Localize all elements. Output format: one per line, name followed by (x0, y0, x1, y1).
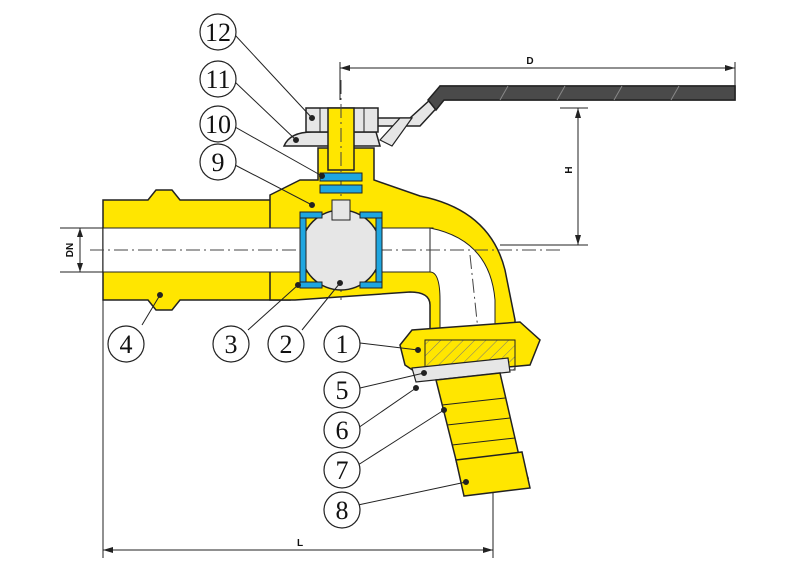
callout-11: 11 (199, 60, 237, 98)
dimension-dn-label: DN (65, 243, 76, 257)
callout-8-label: 8 (336, 496, 349, 525)
callout-12-label: 12 (205, 18, 231, 47)
callout-4-label: 4 (120, 330, 133, 359)
dimension-l-label: L (297, 538, 303, 549)
callout-7-label: 7 (336, 456, 349, 485)
dimension-h-label: H (564, 166, 575, 173)
callout-1-label: 1 (336, 330, 349, 359)
callout-2-label: 2 (280, 330, 293, 359)
callout-11-label: 11 (205, 65, 230, 94)
leader-lines (141, 34, 469, 506)
callout-10-label: 10 (205, 110, 231, 139)
ball-assembly (299, 199, 383, 291)
callout-5: 5 (323, 371, 361, 409)
outlet-washer (411, 357, 511, 383)
callout-9-label: 9 (212, 148, 225, 177)
callout-5-label: 5 (336, 376, 349, 405)
callout-10: 10 (199, 105, 237, 143)
callout-3: 3 (212, 325, 250, 363)
dimension-h: H (500, 107, 588, 246)
dimension-d-label: D (526, 56, 533, 67)
dimension-l: L (102, 290, 494, 558)
dimension-d: D (339, 56, 736, 100)
callout-4: 4 (107, 325, 145, 363)
lever-handle (319, 85, 736, 147)
callout-12: 12 (199, 13, 237, 51)
callout-6: 6 (323, 411, 361, 449)
callout-2: 2 (267, 325, 305, 363)
valve-body (90, 80, 560, 491)
callout-6-label: 6 (336, 416, 349, 445)
callout-1: 1 (323, 325, 361, 363)
callout-8: 8 (323, 491, 361, 529)
callout-7: 7 (323, 451, 361, 489)
hose-nozzle (435, 372, 531, 497)
callout-3-label: 3 (225, 330, 238, 359)
callout-9: 9 (199, 143, 237, 181)
